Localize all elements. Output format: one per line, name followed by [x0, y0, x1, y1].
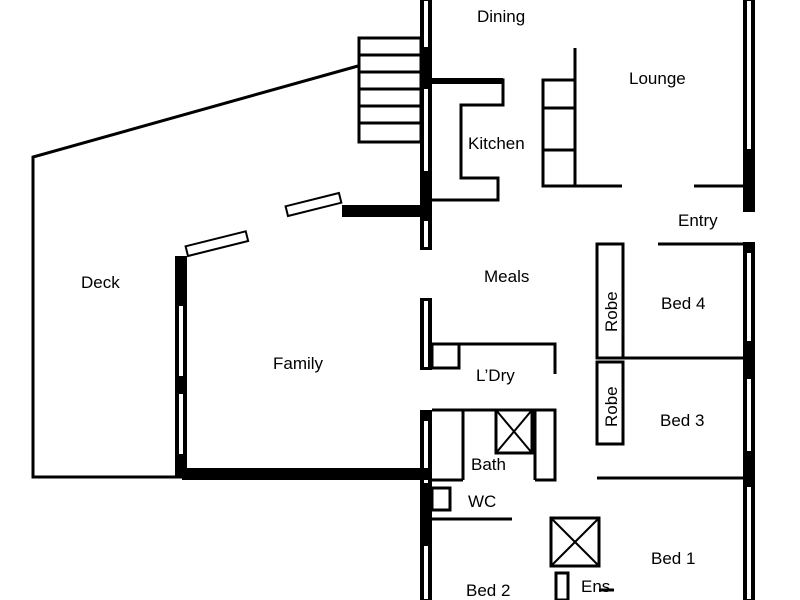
wall-gap-meals	[418, 250, 434, 298]
room-label-bed4: Bed 4	[661, 294, 705, 313]
room-label-bed3: Bed 3	[660, 411, 704, 430]
room-label-dining: Dining	[477, 7, 525, 26]
room-label-ensuite: Ens	[581, 577, 610, 596]
family-walls	[175, 191, 432, 480]
bath-walls	[432, 408, 557, 482]
laundry-walls	[430, 342, 557, 374]
room-label-robe-1: Robe	[602, 291, 621, 332]
room-label-bed1: Bed 1	[651, 549, 695, 568]
room-label-lounge: Lounge	[629, 69, 686, 88]
west-wall	[420, 0, 432, 600]
room-label-bed2: Bed 2	[466, 581, 510, 600]
room-label-kitchen: Kitchen	[468, 134, 525, 153]
stairs	[357, 36, 423, 144]
lounge-cabinet	[541, 48, 622, 188]
room-label-meals: Meals	[484, 267, 529, 286]
kitchen-bench	[432, 78, 505, 202]
room-label-family: Family	[273, 354, 324, 373]
ensuite-walls	[549, 516, 614, 600]
room-label-robe-2: Robe	[602, 386, 621, 427]
room-label-entry: Entry	[678, 211, 718, 230]
wc-fixture	[430, 486, 512, 521]
room-label-bath: Bath	[471, 455, 506, 474]
room-label-deck: Deck	[81, 273, 120, 292]
room-label-laundry: L’Dry	[476, 366, 515, 385]
east-wall	[743, 0, 755, 600]
room-label-wc: WC	[468, 492, 496, 511]
deck-outline	[31, 64, 359, 479]
bedroom-walls	[595, 242, 743, 480]
wall-gap-laundry-door	[418, 370, 434, 410]
